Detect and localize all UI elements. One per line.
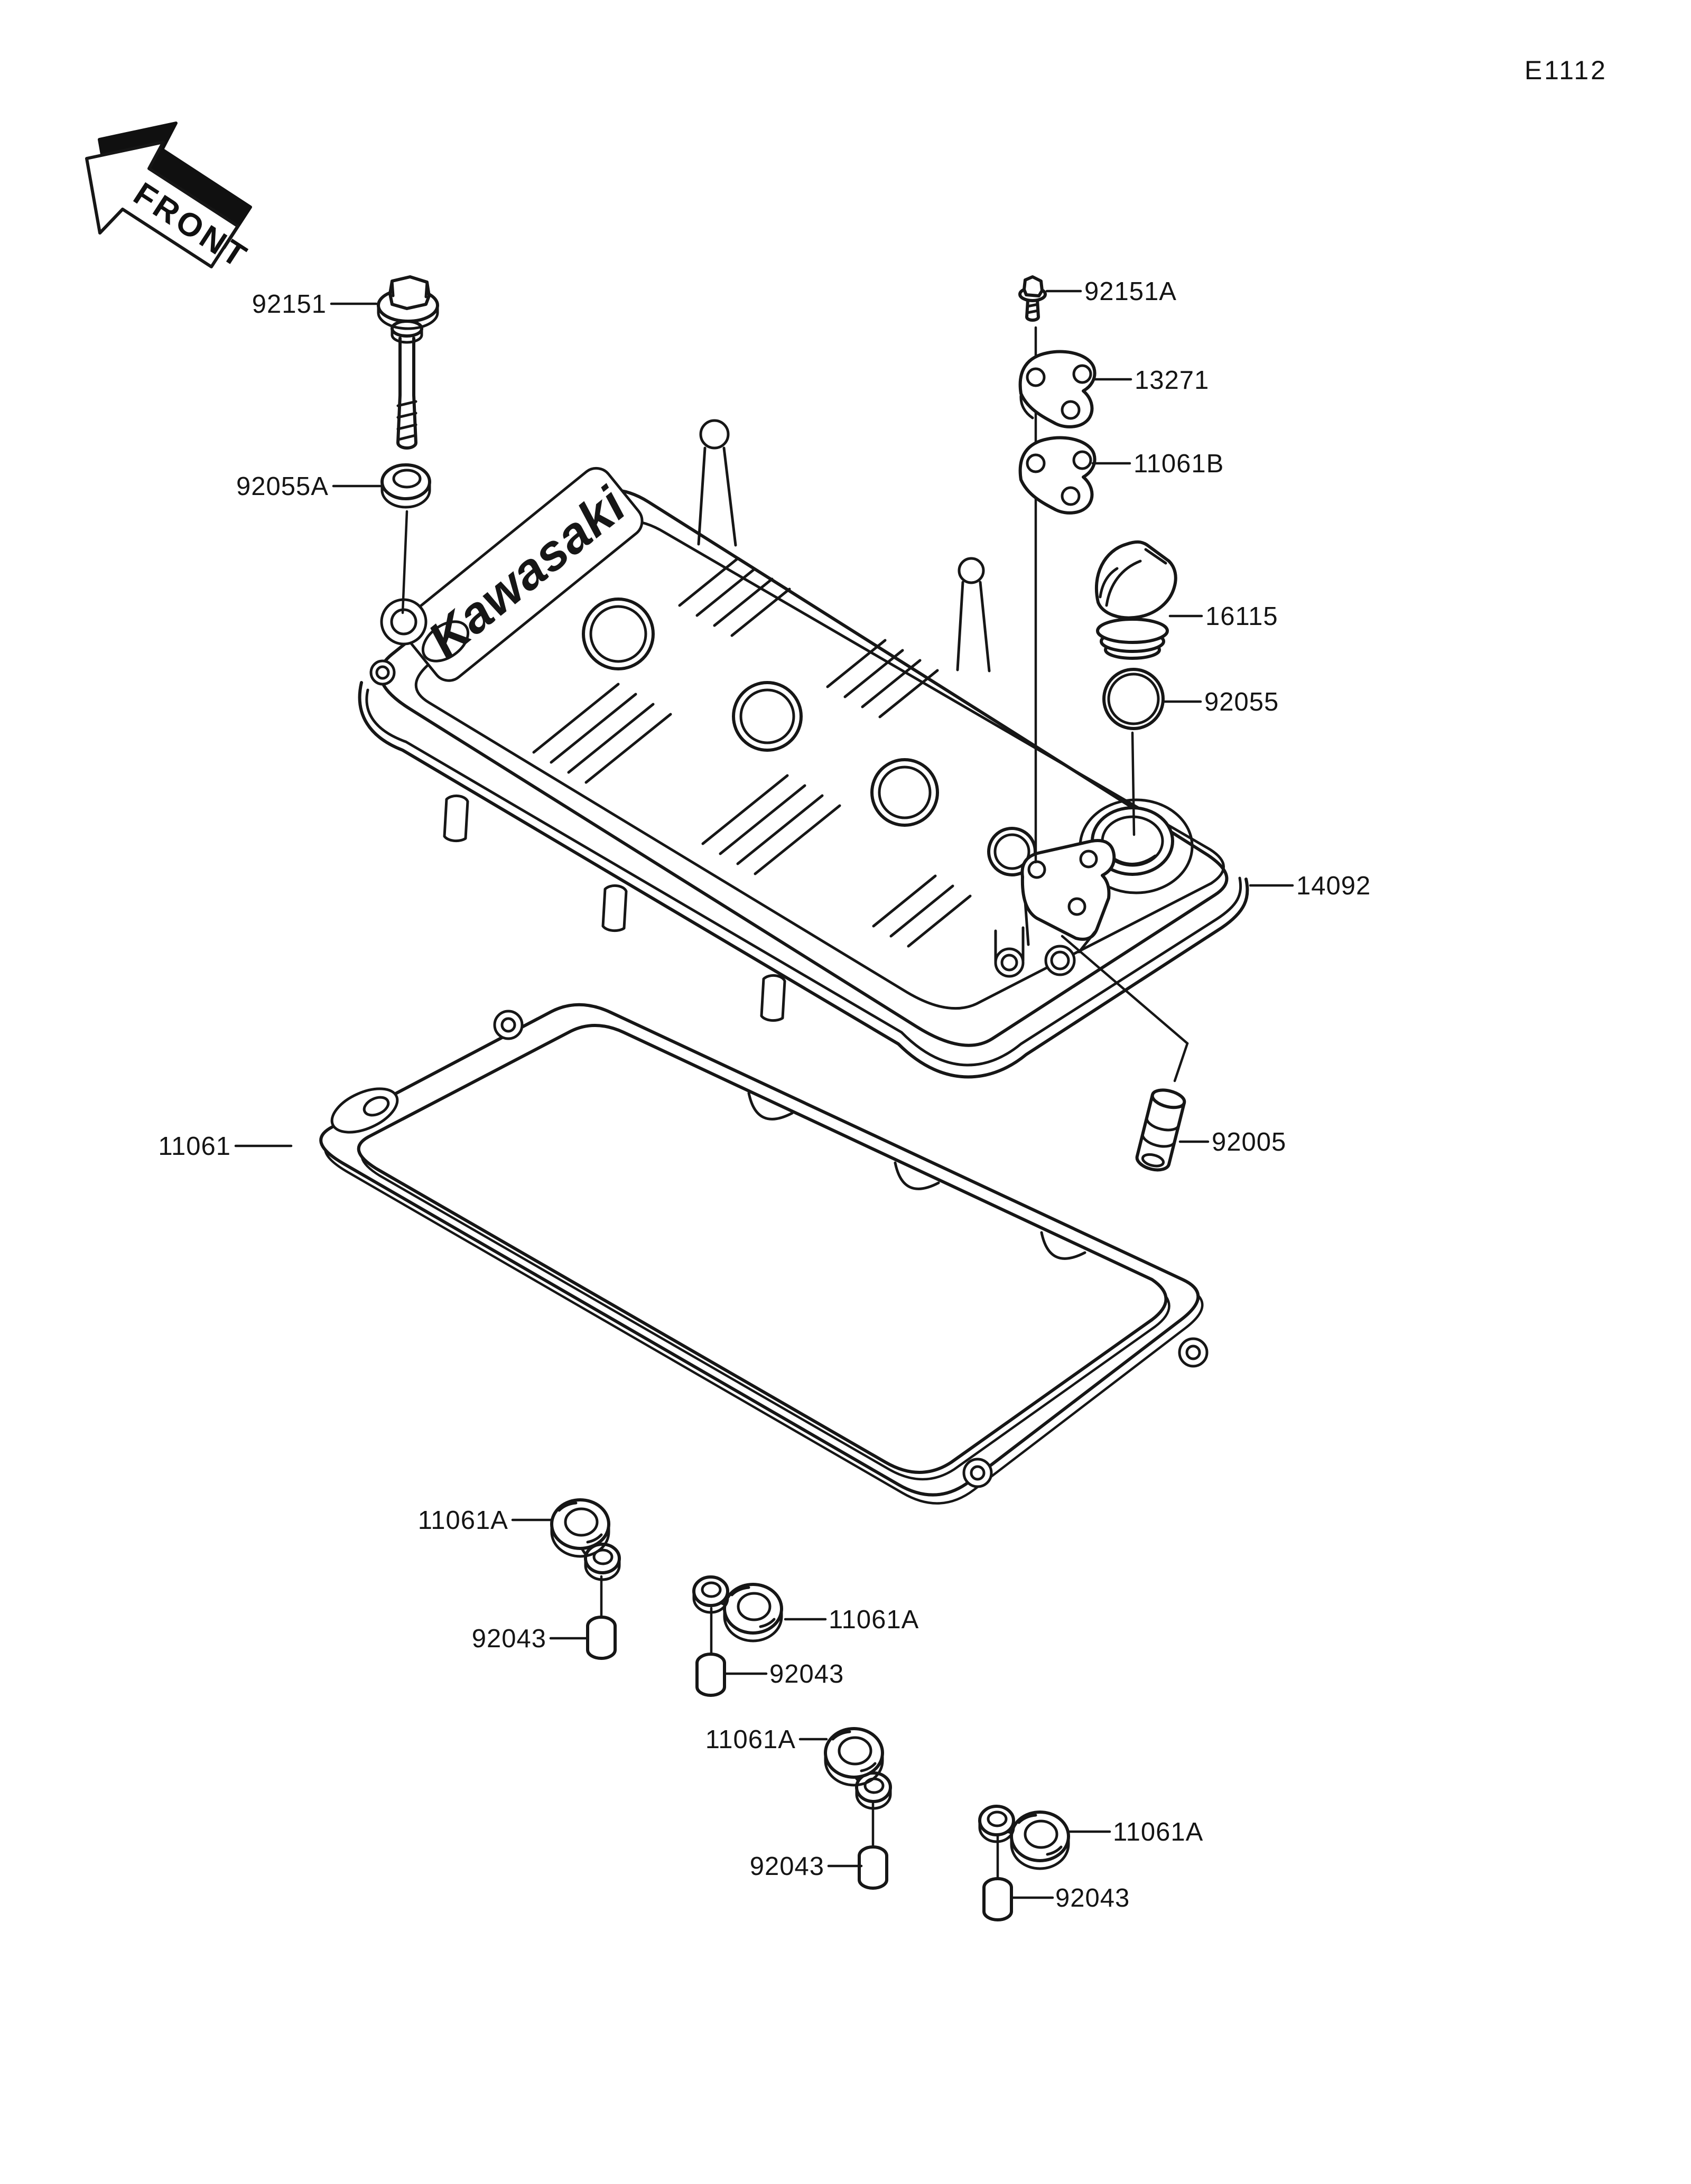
part-pin-92043-2 [697,1654,724,1695]
part-number-label-92151-0[interactable]: 92151 [252,290,327,319]
part-breather-gasket-11061B [1018,436,1097,515]
part-grommet-set-4 [980,1806,1069,1869]
part-number-label-11061a-10[interactable]: 11061A [418,1506,508,1535]
part-flange-bolt-92151A [1018,275,1047,322]
part-number-label-92043-13[interactable]: 92043 [769,1660,844,1688]
part-grommet-set-1 [552,1500,619,1580]
part-number-label-92043-15[interactable]: 92043 [750,1852,824,1881]
part-number-label-16115-5[interactable]: 16115 [1205,602,1278,631]
part-number-label-11061-9[interactable]: 11061 [158,1132,231,1161]
part-number-label-11061a-12[interactable]: 11061A [829,1606,919,1634]
part-oil-filler-cap-16115 [1094,540,1177,660]
part-seal-ring-92055A [380,463,431,509]
part-number-label-14092-7[interactable]: 14092 [1296,872,1371,900]
part-number-label-13271-3[interactable]: 13271 [1135,366,1209,395]
part-head-cover-gasket-11061 [319,1003,1209,1505]
part-cylinder-head-cover-14092: Kawasaki [358,419,1249,1079]
part-number-label-92043-17[interactable]: 92043 [1055,1884,1130,1912]
part-number-label-92055-6[interactable]: 92055 [1204,688,1279,716]
part-number-label-11061a-16[interactable]: 11061A [1113,1818,1203,1846]
part-pin-92043-4 [984,1879,1011,1920]
part-number-label-92043-11[interactable]: 92043 [472,1625,546,1653]
part-number-label-92055a-1[interactable]: 92055A [236,472,329,501]
part-flange-bolt-92151 [377,275,439,450]
cover-bottom-bosses [443,794,1025,1022]
part-fitting-92005 [1135,1088,1186,1172]
part-number-label-11061b-4[interactable]: 11061B [1133,450,1224,478]
cover-bolt-ears [697,419,991,673]
part-number-label-92151a-2[interactable]: 92151A [1084,277,1177,306]
front-arrow-icon: FRONT [85,122,255,276]
part-grommet-set-3 [825,1729,890,1808]
part-pin-92043-1 [588,1617,615,1658]
part-pin-92043-3 [859,1847,887,1888]
spark-plug-holes [582,598,1037,876]
part-oring-92055 [1102,668,1165,730]
part-number-label-92005-8[interactable]: 92005 [1212,1128,1286,1156]
part-number-label-11061a-14[interactable]: 11061A [705,1725,796,1754]
part-grommet-set-2 [694,1577,782,1641]
breather-mount-pad [1020,839,1116,976]
cover-fins [532,557,972,948]
diagram-code: E1112 [1525,55,1608,85]
part-breather-plate-13271 [1018,350,1097,428]
